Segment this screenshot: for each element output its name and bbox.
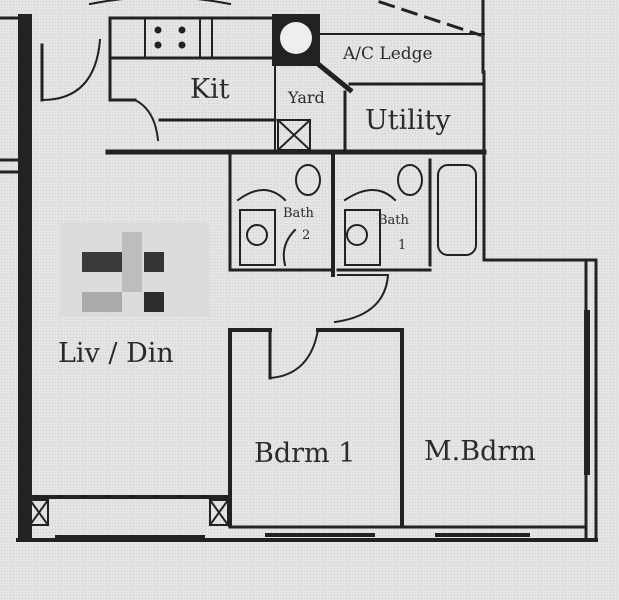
room-label-kitchen: Kit xyxy=(190,74,230,105)
room-label-bath-1-number: 1 xyxy=(398,238,407,253)
room-label-master-bedroom: M.Bdrm xyxy=(424,436,536,467)
room-label-living-dining: Liv / Din xyxy=(58,338,174,369)
room-label-bath-2: Bath xyxy=(283,206,314,221)
room-label-bath-2-number: 2 xyxy=(302,228,311,243)
redacted-pixelated-area xyxy=(60,222,210,317)
room-label-yard: Yard xyxy=(288,88,325,107)
room-label-bath-1: Bath xyxy=(378,213,409,228)
exterior-wall-left xyxy=(18,14,32,539)
room-label-utility: Utility xyxy=(365,105,451,136)
room-label-bedroom-1: Bdrm 1 xyxy=(254,438,356,469)
room-label-ac-ledge: A/C Ledge xyxy=(343,44,433,64)
